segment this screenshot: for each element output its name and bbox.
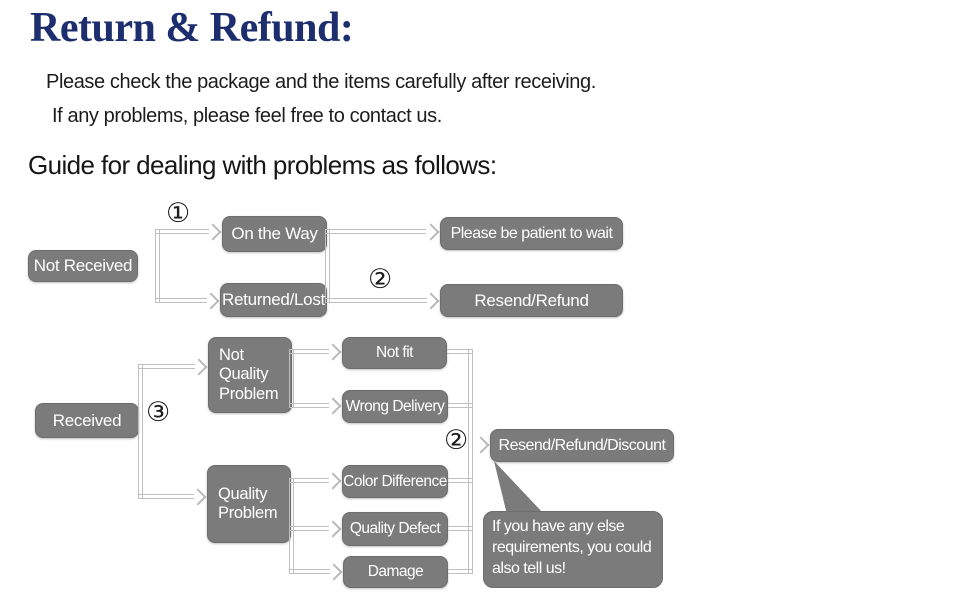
connector-line [468,349,473,574]
note-line: If you have any else [492,518,625,535]
node-not-quality-problem: Not Quality Problem [208,337,292,413]
connector-line [290,526,329,531]
arrowhead-icon [204,223,222,241]
connector-line [138,364,143,499]
connector-line [155,229,209,234]
node-label: Damage [367,563,424,580]
node-received: Received [35,403,139,438]
page-title: Return & Refund: [30,5,354,51]
step-2-marker-top: ② [368,264,393,295]
node-label: On the Way [231,224,318,243]
arrowhead-icon [325,563,343,581]
node-on-the-way: On the Way [222,216,327,252]
connector-line [448,569,473,574]
intro-line-2: If any problems, please feel free to con… [52,105,442,127]
speech-bubble-note: If you have any else requirements, you c… [483,511,663,588]
step-3-marker: ③ [146,397,171,428]
connector-line [326,229,426,234]
node-label: Wrong Delivery [345,397,445,415]
node-quality-defect: Quality Defect [342,512,448,546]
node-be-patient: Please be patient to wait [440,217,623,250]
node-label: Received [52,410,122,430]
node-label: Quality Problem [218,484,278,522]
node-label: Not Quality Problem [219,346,279,403]
connector-line [448,478,473,483]
node-label: Resend/Refund [474,290,589,310]
node-label: Quality Defect [349,520,441,537]
connector-line [289,349,294,408]
connector-line [138,364,195,369]
node-label: Resend/Refund/Discount [498,436,666,454]
arrowhead-icon [324,343,342,361]
node-label: Not Received [33,256,133,275]
node-returned-lost: Returned/Lost [220,283,327,317]
arrowhead-icon [472,436,490,454]
node-label: Please be patient to wait [450,224,613,242]
node-resend-refund: Resend/Refund [440,284,623,317]
connector-line [447,349,473,354]
node-label: Not fit [376,344,413,361]
connector-line [290,403,329,408]
node-wrong-delivery: Wrong Delivery [342,390,448,423]
node-not-received: Not Received [28,250,138,282]
node-color-difference: Color Difference [342,465,448,498]
arrowhead-icon [422,292,440,310]
arrowhead-icon [189,488,207,506]
guide-heading: Guide for dealing with problems as follo… [28,150,497,180]
connector-line [290,569,330,574]
connector-line [290,478,329,483]
connector-line [290,349,329,354]
node-damage: Damage [343,556,448,588]
connector-line [325,229,330,303]
connector-line [325,298,427,303]
arrowhead-icon [324,520,342,538]
node-label: Returned/Lost [222,290,325,309]
arrowhead-icon [324,397,342,415]
node-quality-problem: Quality Problem [207,465,291,543]
connector-line [448,403,473,408]
connector-line [448,526,473,531]
connector-line [155,229,160,303]
arrowhead-icon [190,358,208,376]
note-line: also tell us! [492,559,566,577]
step-2-marker-bottom: ② [444,425,469,456]
arrowhead-icon [202,292,220,310]
step-1-marker: ① [166,198,191,229]
node-label: Color Difference [343,472,447,490]
node-resend-refund-discount: Resend/Refund/Discount [490,429,674,462]
arrowhead-icon [324,472,342,490]
note-line: requirements, you could [492,538,652,556]
intro-line-1: Please check the package and the items c… [46,71,596,93]
connector-line [155,298,207,303]
speech-bubble-tail [494,461,543,513]
arrowhead-icon [422,223,440,241]
node-not-fit: Not fit [342,337,447,369]
connector-line [138,494,194,499]
